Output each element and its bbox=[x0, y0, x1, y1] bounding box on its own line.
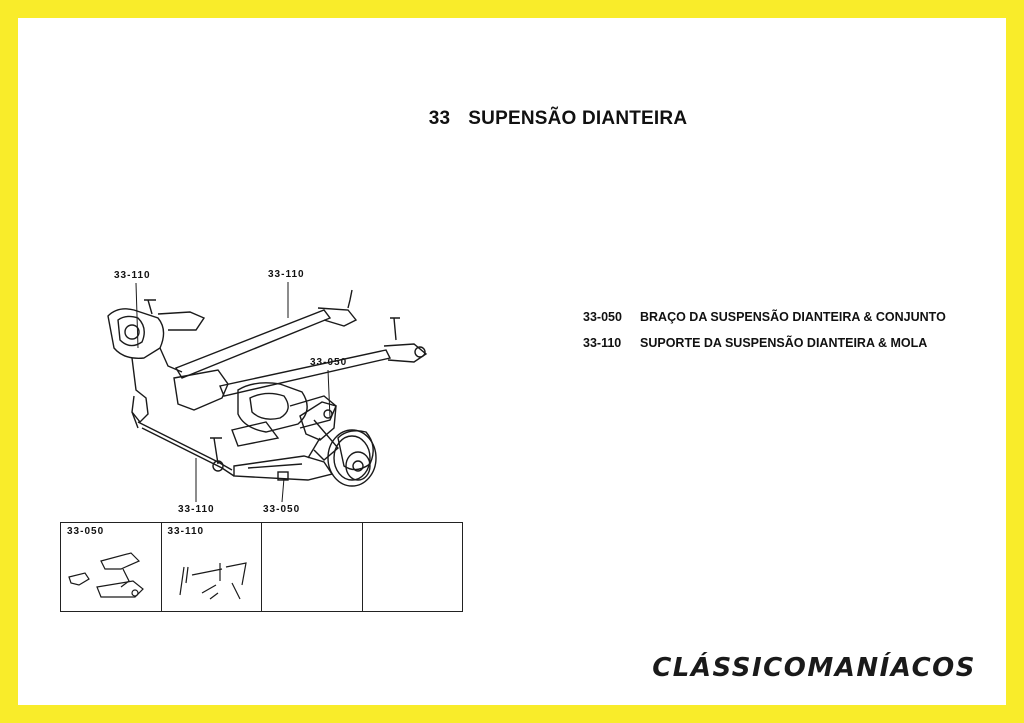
thumbnail-cell[interactable]: 33-110 bbox=[162, 523, 262, 611]
catalog-sheet: 33 SUPENSÃO DIANTEIRA 33-110 33-110 33-05… bbox=[18, 18, 1006, 705]
left-knuckle-drawing bbox=[107, 299, 206, 424]
legend-code: 33-050 bbox=[583, 310, 622, 324]
legend-row: 33-050 BRAÇO DA SUSPENSÃO DIANTEIRA & CO… bbox=[583, 304, 946, 330]
thumbnail-label: 33-050 bbox=[67, 526, 105, 537]
page-title: 33 SUPENSÃO DIANTEIRA bbox=[18, 108, 1024, 130]
section-number: 33 bbox=[428, 108, 451, 129]
suspension-diagram: 33-110 33-110 33-050 33-110 33-050 bbox=[107, 269, 428, 515]
thumbnail-label: 33-110 bbox=[167, 526, 205, 537]
callout-top-left: 33-110 bbox=[114, 270, 151, 281]
legend-code: 33-110 bbox=[583, 336, 622, 350]
brake-disc-drawing bbox=[327, 429, 377, 487]
lower-arm-drawing bbox=[233, 437, 334, 481]
tie-rods-drawing bbox=[174, 289, 428, 397]
legend-description: SUPORTE DA SUSPENSÃO DIANTEIRA & MOLA bbox=[640, 336, 928, 350]
callout-bottom-left: 33-110 bbox=[178, 504, 215, 515]
legend-row: 33-110 SUPORTE DA SUSPENSÃO DIANTEIRA & … bbox=[583, 330, 946, 356]
parts-legend: 33-050 BRAÇO DA SUSPENSÃO DIANTEIRA & CO… bbox=[583, 304, 946, 356]
thumbnail-cell[interactable] bbox=[262, 523, 363, 611]
brand-logo: CLÁSSICOMANÍACOS bbox=[652, 653, 976, 683]
section-title: SUPENSÃO DIANTEIRA bbox=[468, 108, 688, 129]
stabilizer-thumbnail-icon bbox=[178, 562, 247, 600]
callout-bottom-center: 33-050 bbox=[263, 504, 300, 515]
stabilizer-bar-drawing bbox=[131, 411, 235, 477]
thumbnail-cell[interactable] bbox=[363, 523, 463, 611]
legend-description: BRAÇO DA SUSPENSÃO DIANTEIRA & CONJUNTO bbox=[640, 310, 946, 324]
crossmember-drawing bbox=[173, 369, 337, 447]
control-arm-thumbnail-icon bbox=[68, 552, 144, 598]
thumbnail-strip: 33-050 33-110 bbox=[60, 522, 463, 612]
callout-top-center: 33-110 bbox=[268, 269, 305, 280]
thumbnail-cell[interactable]: 33-050 bbox=[61, 523, 162, 611]
